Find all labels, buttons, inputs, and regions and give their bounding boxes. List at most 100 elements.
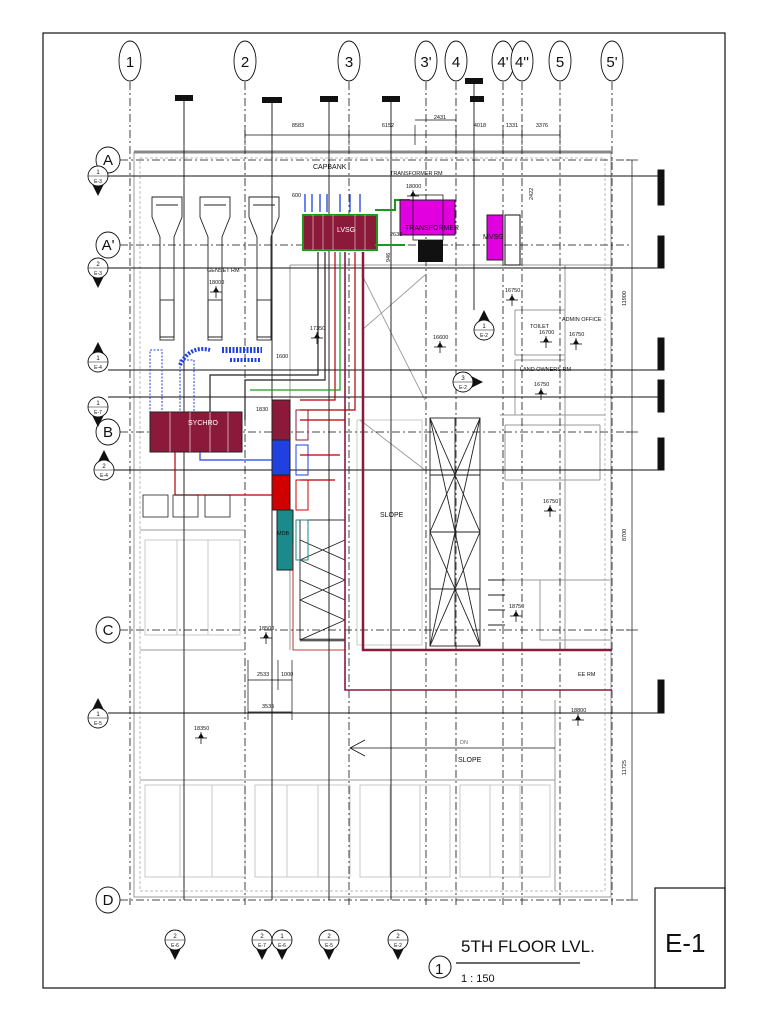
section-marker-number: 2 [327,934,331,940]
grid-column-bubble [444,40,468,82]
right-dimension-value: 11725 [622,760,628,775]
top-dimension-value: 6152 [382,123,394,129]
section-marker: 2E-4 [93,450,115,481]
level-marker: 18800 [571,708,586,726]
transformer-room-label: TRANSFORMER RM [390,171,443,177]
section-marker-ref: E-3 [94,179,102,185]
section-marker-ref: E-5 [325,943,333,949]
section-marker-number: 2 [173,934,177,940]
drawing-scale: 1 : 150 [461,973,495,985]
top-dimension-value: 3376 [536,123,548,129]
level-marker: 16750 [569,332,584,350]
section-marker: 1E-5 [87,698,109,729]
grid-column-label: 4 [452,54,460,71]
level-marker: 16750 [505,288,520,306]
genset-room-label: GENSET RM [207,268,240,274]
grid-row-label: B [103,424,113,441]
level-marker: 16700 [539,330,554,348]
dim-misc-3: 1830 [256,407,268,413]
level-marker-arrow [213,287,219,292]
right-dimension-value: 11900 [622,291,628,306]
level-marker-arrow [314,333,320,338]
right-dimension-value: 8700 [622,529,628,541]
level-marker-arrow [547,506,553,511]
grid-row-label: D [103,892,114,909]
grid-row-bubble [95,886,121,914]
top-dimension-value: 2431 [434,115,446,121]
right-dimension-string: 11900 8700 11725 [622,159,638,901]
section-marker-ref: E-2 [394,943,402,949]
dim-bottom-1: 1000 [281,672,293,678]
section-marker-ref: E-7 [258,943,266,949]
genset-units [151,196,280,341]
grid-column-bubble [600,40,624,82]
section-marker-number: 1 [96,170,100,176]
mdb-label: MDB [277,531,290,537]
dim-bottom-2: 3535 [262,704,274,710]
down-label: DN [460,740,468,746]
grid-column-label: 4'' [515,54,529,71]
grid-column-label: 5 [556,54,564,71]
level-marker-arrow [437,342,443,347]
level-marker-value: 16600 [433,335,448,341]
dim-misc-5: 946 [386,253,392,262]
section-marker-ref: E-2 [480,333,488,339]
section-marker: 2E-5 [318,929,340,960]
top-dimension-value: 4018 [474,123,486,129]
ramp-structure [299,274,505,647]
grid-row-bubble [95,231,121,259]
slope-arrow [349,739,555,757]
dim-misc-1: 600 [292,193,301,199]
level-marker-value: 16750 [569,332,584,338]
grid-row-label: A [103,152,113,169]
section-marker: 1E-3 [87,165,109,196]
building-walls [133,150,612,898]
level-marker-value: 18000 [406,184,421,190]
level-marker: 16600 [433,335,448,353]
section-marker: 1E-2 [473,310,495,341]
section-marker-number: 2 [96,262,100,268]
section-marker: 3E-2 [452,371,483,393]
section-marker: 2E-6 [164,929,186,960]
level-marker-arrow [543,337,549,342]
grid-column-bubble [548,40,572,82]
view-number: 1 [435,961,443,978]
section-marker-number: 3 [461,376,465,382]
section-marker-number: 1 [96,356,100,362]
grid-column-label: 4' [497,54,508,71]
section-marker-ref: E-4 [100,473,108,479]
level-marker-value: 18800 [571,708,586,714]
grid-column-bubble [233,40,257,82]
level-marker: 18350 [194,726,209,744]
room-labels: CAPBANK TRANSFORMER RM GENSET RM ADMIN O… [207,164,602,764]
level-marker-value: 18000 [209,280,224,286]
level-marker-arrow [509,295,515,300]
parking-bays [144,419,551,878]
section-marker-ref: E-5 [94,721,102,727]
grid-column-bubble [414,40,438,82]
level-marker-arrow [575,715,581,720]
level-marker-arrow [538,389,544,394]
grid-column-label: 1 [126,54,134,71]
bottom-left-dimension [247,660,293,720]
level-marker-value: 16700 [539,330,554,336]
section-lines-horizontal [108,169,665,714]
grid-row-label: C [103,622,114,639]
level-marker: 16750 [543,499,558,517]
transformer-unit: TRANSFORMER [399,194,459,262]
level-marker-arrow [573,339,579,344]
genset-cable-trays [149,347,262,416]
section-marker-ref: E-4 [94,365,102,371]
grid-column-bubble [337,40,361,82]
level-marker-value: 16750 [543,499,558,505]
section-marker-ref: E-6 [171,943,179,949]
toilet-label: TOILET [530,324,550,330]
grid-column-bubble [510,40,534,82]
level-marker-arrow [263,633,269,638]
grid-row-bubble [95,616,121,644]
